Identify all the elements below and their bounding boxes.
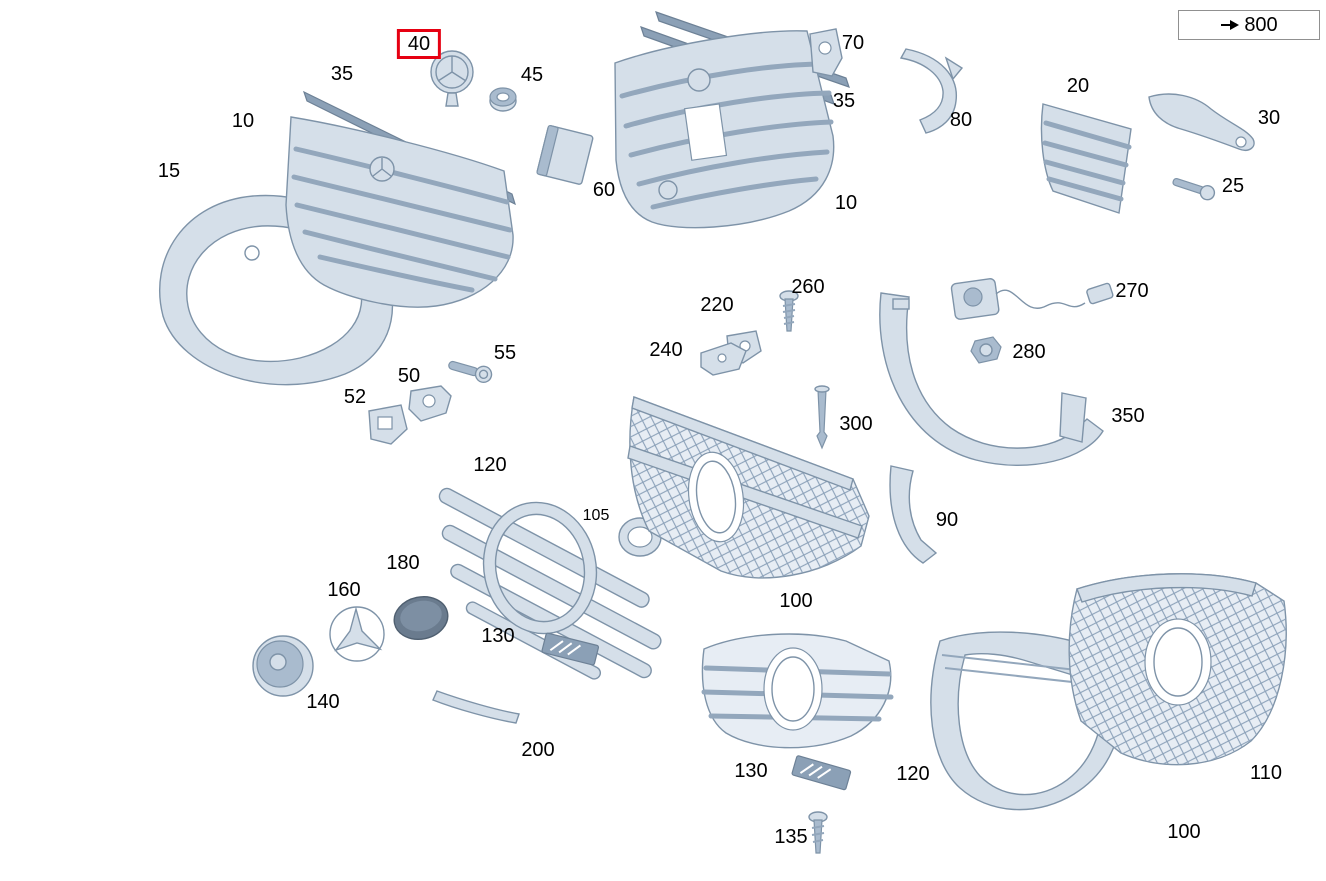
part-55-screw-drawing bbox=[448, 360, 493, 384]
part-label-200-31[interactable]: 200 bbox=[521, 739, 555, 761]
part-label-120-33[interactable]: 120 bbox=[896, 763, 930, 785]
part-label-260-13[interactable]: 260 bbox=[791, 276, 825, 298]
part-260-screw-drawing bbox=[779, 290, 799, 332]
part-label-105-24[interactable]: 105 bbox=[582, 507, 610, 524]
part-130-badge-left-drawing bbox=[541, 632, 600, 666]
part-45-grommet-drawing bbox=[489, 87, 517, 112]
part-label-300-21[interactable]: 300 bbox=[839, 413, 873, 435]
part-label-10-8[interactable]: 10 bbox=[834, 192, 858, 214]
part-30-bracket-arm-drawing bbox=[1148, 93, 1255, 151]
part-label-35-1[interactable]: 35 bbox=[330, 63, 354, 85]
part-label-40-0[interactable]: 40 bbox=[396, 29, 442, 59]
part-label-50-19[interactable]: 50 bbox=[397, 365, 421, 387]
part-350-mounting-frame-drawing bbox=[879, 292, 1104, 466]
nav-group-label: 800 bbox=[1244, 13, 1278, 36]
part-label-25-12[interactable]: 25 bbox=[1221, 175, 1245, 197]
part-180-oval-emblem-drawing bbox=[393, 596, 449, 640]
part-label-180-26[interactable]: 180 bbox=[386, 552, 420, 574]
part-label-135-35[interactable]: 135 bbox=[774, 826, 808, 848]
part-label-280-17[interactable]: 280 bbox=[1012, 341, 1046, 363]
part-140-emblem-base-drawing bbox=[252, 635, 314, 697]
part-100-grille-bottom-center-drawing bbox=[701, 633, 894, 749]
part-52-plate-drawing bbox=[368, 404, 408, 445]
part-100-grille-center-mesh-drawing bbox=[627, 396, 870, 579]
part-label-15-4[interactable]: 15 bbox=[157, 160, 181, 182]
part-label-160-27[interactable]: 160 bbox=[327, 579, 361, 601]
part-label-240-16[interactable]: 240 bbox=[649, 339, 683, 361]
part-label-10-3[interactable]: 10 bbox=[231, 110, 255, 132]
part-label-45-2[interactable]: 45 bbox=[520, 64, 544, 86]
part-label-140-30[interactable]: 140 bbox=[306, 691, 340, 713]
part-270-camera-drawing bbox=[950, 278, 1114, 320]
part-60-cover-plate-drawing bbox=[536, 125, 594, 185]
part-120-grille-slats-left-drawing bbox=[438, 487, 662, 680]
part-label-110-34[interactable]: 110 bbox=[1250, 762, 1282, 784]
part-label-60-5[interactable]: 60 bbox=[592, 179, 616, 201]
part-label-30-11[interactable]: 30 bbox=[1257, 107, 1281, 129]
part-label-130-29[interactable]: 130 bbox=[481, 625, 515, 647]
part-25-screw-drawing bbox=[1172, 177, 1216, 201]
part-label-130-32[interactable]: 130 bbox=[734, 760, 768, 782]
part-label-120-23[interactable]: 120 bbox=[473, 454, 507, 476]
part-label-20-10[interactable]: 20 bbox=[1066, 75, 1090, 97]
part-label-100-36[interactable]: 100 bbox=[1167, 821, 1201, 843]
part-300-pin-drawing bbox=[814, 385, 830, 450]
part-label-100-28[interactable]: 100 bbox=[779, 590, 813, 612]
part-20-grille-corner-drawing bbox=[1040, 103, 1132, 214]
part-label-270-15[interactable]: 270 bbox=[1115, 280, 1149, 302]
part-80-bracket-drawing bbox=[899, 48, 964, 134]
part-135-screw-drawing bbox=[808, 811, 828, 854]
part-280-grommet-drawing bbox=[970, 336, 1002, 364]
part-160-star-emblem-drawing bbox=[329, 606, 385, 662]
nav-group-800-button[interactable]: 800 bbox=[1178, 10, 1320, 40]
arrow-right-icon bbox=[1220, 19, 1240, 31]
part-label-70-6[interactable]: 70 bbox=[841, 32, 865, 54]
part-10-grille-left-drawing bbox=[285, 116, 514, 308]
part-10-grille-center-drawing bbox=[614, 30, 835, 229]
part-200-trim-strip-drawing bbox=[432, 690, 520, 724]
part-label-90-25[interactable]: 90 bbox=[935, 509, 959, 531]
part-label-52-20[interactable]: 52 bbox=[343, 386, 367, 408]
part-label-55-18[interactable]: 55 bbox=[493, 342, 517, 364]
part-label-80-9[interactable]: 80 bbox=[949, 109, 973, 131]
part-110-grille-mesh-right-drawing bbox=[1068, 573, 1287, 766]
part-130-badge-bottom-drawing bbox=[791, 755, 852, 791]
part-label-35-7[interactable]: 35 bbox=[832, 90, 856, 112]
part-label-220-14[interactable]: 220 bbox=[700, 294, 734, 316]
part-label-350-22[interactable]: 350 bbox=[1111, 405, 1145, 427]
part-40-star-emblem-drawing bbox=[430, 50, 474, 107]
part-50-bracket-drawing bbox=[408, 385, 452, 422]
part-240-bracket-drawing bbox=[700, 342, 747, 376]
part-90-bracket-drawing bbox=[889, 465, 938, 564]
part-70-bracket-drawing bbox=[809, 28, 843, 77]
